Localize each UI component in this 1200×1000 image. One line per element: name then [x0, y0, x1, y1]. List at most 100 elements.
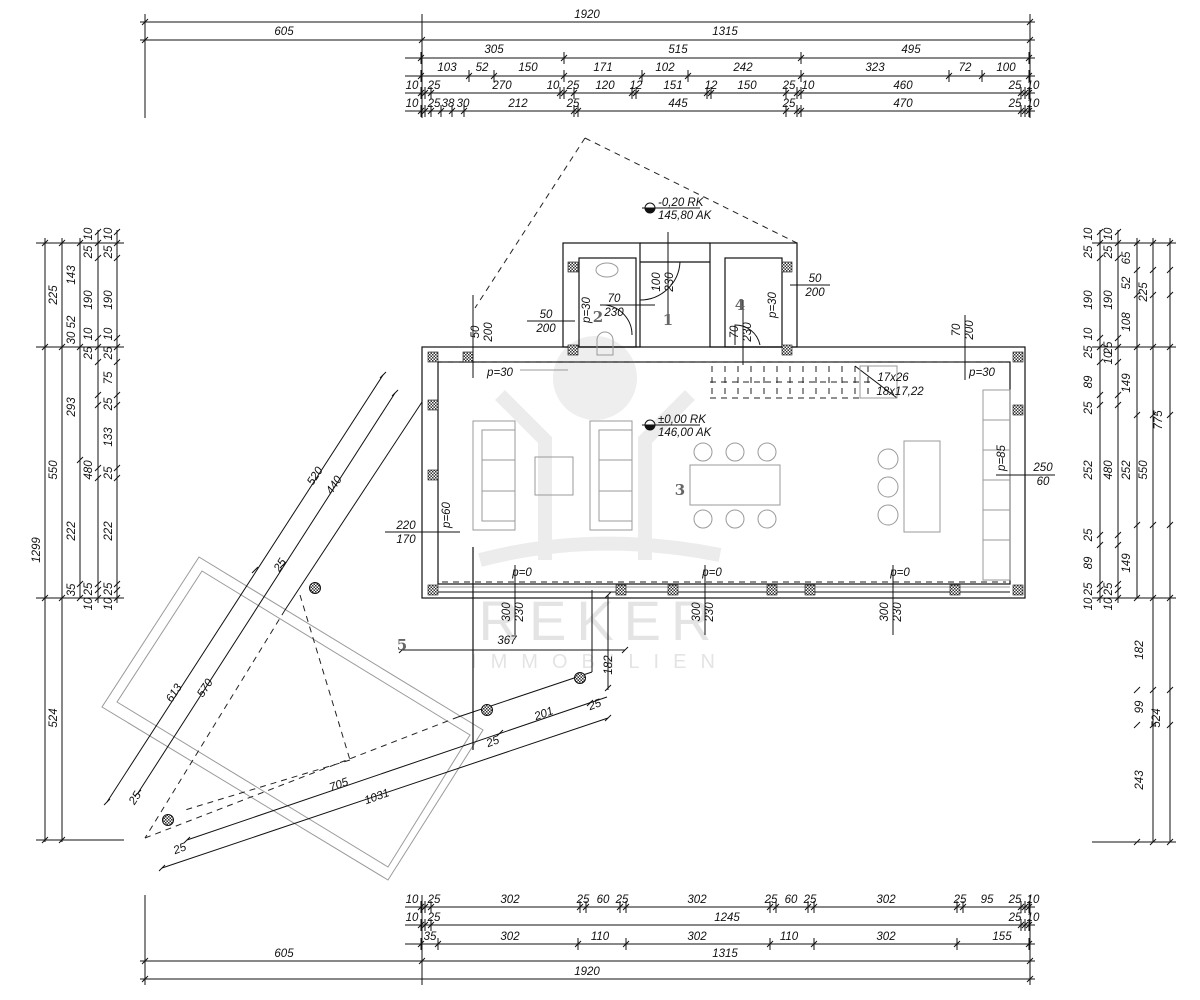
terrace-inner — [116, 570, 471, 868]
dimension-label: 480 — [1103, 460, 1115, 480]
dimension-label: 30 — [457, 98, 470, 110]
dimension-label: 12 — [630, 80, 643, 92]
dimension-label: 25 — [484, 734, 502, 750]
dimension-label: 1920 — [574, 966, 600, 978]
line — [186, 696, 608, 841]
dimension-label: 570 — [195, 677, 216, 700]
terrace-width-label: 367 — [497, 635, 517, 647]
dimension-label: 302 — [876, 931, 896, 943]
dimension-label: 480 — [83, 460, 95, 480]
dimension-tick — [1114, 541, 1122, 549]
column-hatch — [567, 344, 579, 356]
dimension-label: 10 — [802, 80, 815, 92]
dimension-tick — [113, 228, 121, 236]
line — [161, 717, 609, 869]
dimension-tick — [604, 714, 612, 722]
dimension-tick — [113, 334, 121, 342]
entry-door-label: 230 — [664, 272, 676, 293]
dimension-tick — [76, 580, 84, 588]
level-absolute: 145,80 AK — [658, 210, 713, 222]
dimension-label: 25 — [83, 346, 95, 360]
sill-height-label: p=0 — [701, 567, 722, 579]
level-absolute: 146,00 AK — [658, 427, 713, 439]
bar-table — [903, 440, 941, 533]
window-bath-label: 200 — [535, 323, 556, 335]
dimension-label: 25 — [1083, 345, 1095, 359]
post-column — [481, 704, 493, 716]
toilet-icon — [596, 331, 614, 356]
dimension-label: 143 — [66, 265, 78, 285]
dimension-tick — [1133, 266, 1141, 274]
dimension-tick — [94, 391, 102, 399]
post-column — [162, 814, 174, 826]
roof-outline — [299, 594, 351, 761]
dimension-label: 25 — [1083, 528, 1095, 542]
dimension-label: 10 — [406, 80, 419, 92]
dimension-label: 225 — [1138, 282, 1150, 303]
line — [106, 374, 384, 803]
column-hatch — [667, 584, 679, 596]
dimension-label: 445 — [668, 98, 688, 110]
window-room4-label: 50 — [809, 273, 822, 285]
window-south-label: 300 — [501, 602, 513, 622]
annex-room-bath — [578, 257, 637, 348]
dimension-tick — [1166, 291, 1174, 299]
dimension-label: 1245 — [714, 912, 740, 924]
sill-height-label: p=30 — [581, 296, 593, 324]
dimension-label: 35 — [66, 583, 78, 596]
dimension-label: 705 — [328, 776, 351, 794]
window-west-label: 220 — [395, 520, 416, 532]
dimension-label: 302 — [876, 894, 896, 906]
chair — [725, 509, 745, 529]
dimension-label: 182 — [1134, 640, 1146, 660]
dimension-tick — [1096, 228, 1104, 236]
door-room4-label: 230 — [742, 322, 754, 343]
sill-height-label: p=30 — [767, 291, 779, 319]
dimension-tick — [94, 401, 102, 409]
dimension-tick — [1166, 266, 1174, 274]
dimension-label: 190 — [103, 290, 115, 310]
window-west-label: 170 — [396, 534, 416, 546]
dimension-tick — [94, 334, 102, 342]
column-hatch — [949, 584, 961, 596]
stair-label: 17x26 — [877, 372, 909, 384]
dimension-label: 25 — [803, 894, 817, 906]
dimension-label: 25 — [271, 556, 289, 575]
dimension-tick — [134, 789, 142, 797]
roof-outline — [584, 137, 798, 244]
dimension-label: 524 — [48, 708, 60, 727]
column-hatch — [427, 399, 439, 411]
room-number-3: 3 — [675, 481, 685, 499]
dimension-label: 222 — [66, 521, 78, 542]
post-column — [574, 672, 586, 684]
window-bath-label: 50 — [540, 309, 553, 321]
dimension-tick — [113, 580, 121, 588]
sill-height-label: p=30 — [486, 367, 514, 379]
dimension-label: 10 — [406, 98, 419, 110]
entry-door-label: 100 — [651, 272, 663, 292]
dimension-label: 10 — [406, 894, 419, 906]
dimension-tick — [94, 464, 102, 472]
dimension-tick — [94, 586, 102, 594]
dimension-tick — [1149, 521, 1157, 529]
dimension-label: 201 — [532, 705, 555, 723]
roof-outline — [474, 137, 586, 309]
outer-wall — [421, 346, 1026, 599]
dimension-label: 25 — [782, 98, 796, 110]
dimension-label: 25 — [615, 894, 629, 906]
dimension-tick — [113, 586, 121, 594]
dimension-tick — [1133, 686, 1141, 694]
column-hatch — [427, 584, 439, 596]
dimension-tick — [1096, 580, 1104, 588]
dimension-tick — [1114, 580, 1122, 588]
dimension-label: 293 — [66, 397, 78, 418]
dimension-label: 323 — [865, 62, 885, 74]
dimension-label: 133 — [103, 427, 115, 447]
window-ne-label: 200 — [964, 320, 976, 341]
dimension-label: 252 — [1083, 460, 1095, 481]
dimension-label: 25 — [764, 894, 778, 906]
dimension-tick — [76, 343, 84, 351]
dimension-tick — [586, 699, 594, 707]
dimension-label: 10 — [406, 912, 419, 924]
